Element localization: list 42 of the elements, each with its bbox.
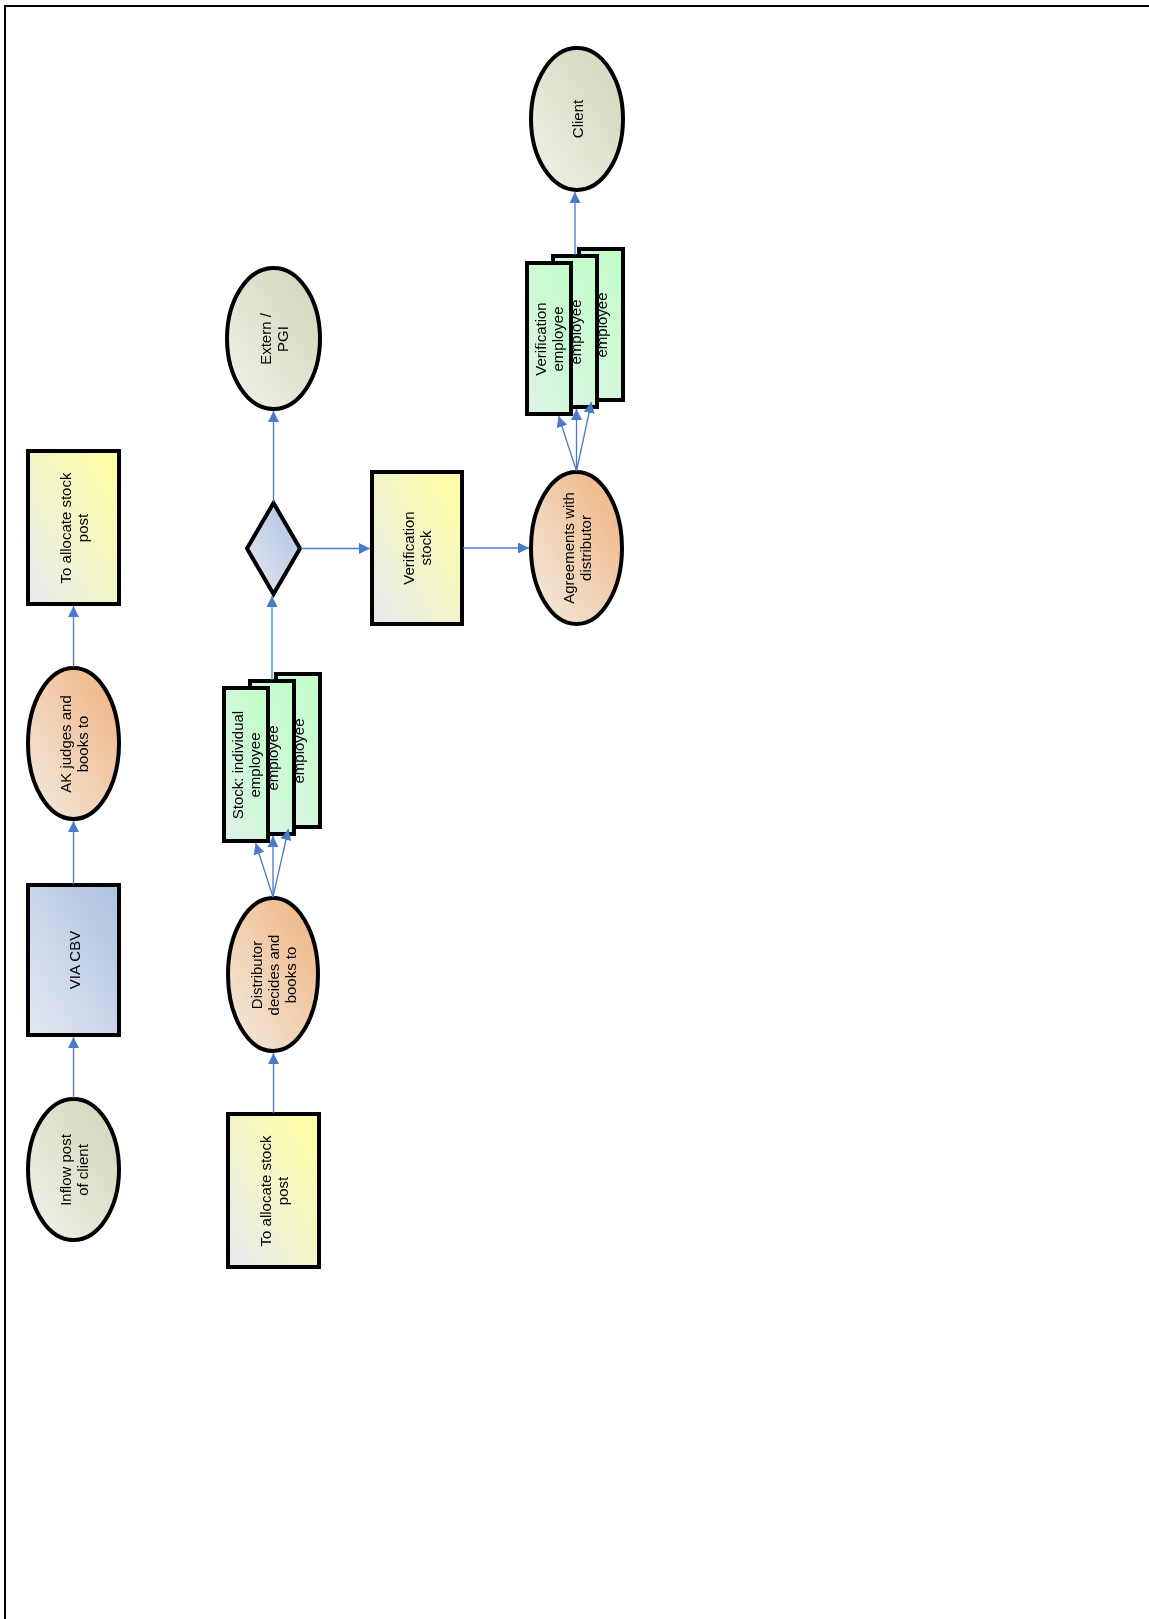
process-box bbox=[26, 449, 121, 606]
arrow bbox=[556, 415, 578, 472]
node-label: Extern / PGI bbox=[256, 311, 291, 367]
node-label: employee bbox=[289, 717, 307, 786]
node-label: Client bbox=[568, 98, 586, 141]
arrow bbox=[266, 595, 278, 681]
arrow bbox=[68, 1036, 79, 1099]
process-box bbox=[525, 261, 573, 416]
arrow bbox=[267, 835, 279, 898]
node-label: Agreements with distributor bbox=[559, 491, 594, 606]
arrow bbox=[300, 543, 371, 554]
ellipse-node bbox=[529, 46, 625, 192]
node-label: Verification employee bbox=[532, 300, 566, 378]
arrow bbox=[68, 605, 79, 668]
node-label: Stock: individual employee bbox=[229, 709, 263, 821]
ellipse-node bbox=[26, 1097, 121, 1242]
node-label: Inflow post of client bbox=[56, 1132, 91, 1208]
node-label: AK judges and books to bbox=[56, 693, 91, 795]
node-label: Verification stock bbox=[400, 510, 434, 587]
ellipse-node bbox=[26, 666, 121, 821]
arrow bbox=[272, 828, 292, 898]
ellipse-node bbox=[225, 266, 322, 411]
process-box bbox=[370, 470, 464, 626]
arrow bbox=[68, 820, 79, 885]
arrow bbox=[462, 542, 530, 554]
node-label: Distributor decides and books to bbox=[247, 933, 299, 1017]
node-label: To allocate stock post bbox=[256, 1134, 291, 1249]
ellipse-node bbox=[529, 470, 624, 626]
process-box bbox=[26, 883, 121, 1037]
node-label: employee bbox=[263, 724, 281, 793]
arrow bbox=[575, 401, 595, 472]
process-box bbox=[226, 1112, 321, 1269]
node-label: VIA CBV bbox=[65, 929, 82, 992]
ellipse-node bbox=[226, 896, 320, 1053]
process-box bbox=[222, 686, 270, 843]
decision-diamond bbox=[245, 501, 302, 596]
arrow bbox=[268, 1052, 279, 1114]
node-label: employee bbox=[592, 291, 610, 360]
node-label: To allocate stock post bbox=[56, 471, 91, 586]
arrow bbox=[268, 410, 279, 503]
node-label: employee bbox=[566, 298, 584, 367]
arrow bbox=[569, 191, 581, 256]
